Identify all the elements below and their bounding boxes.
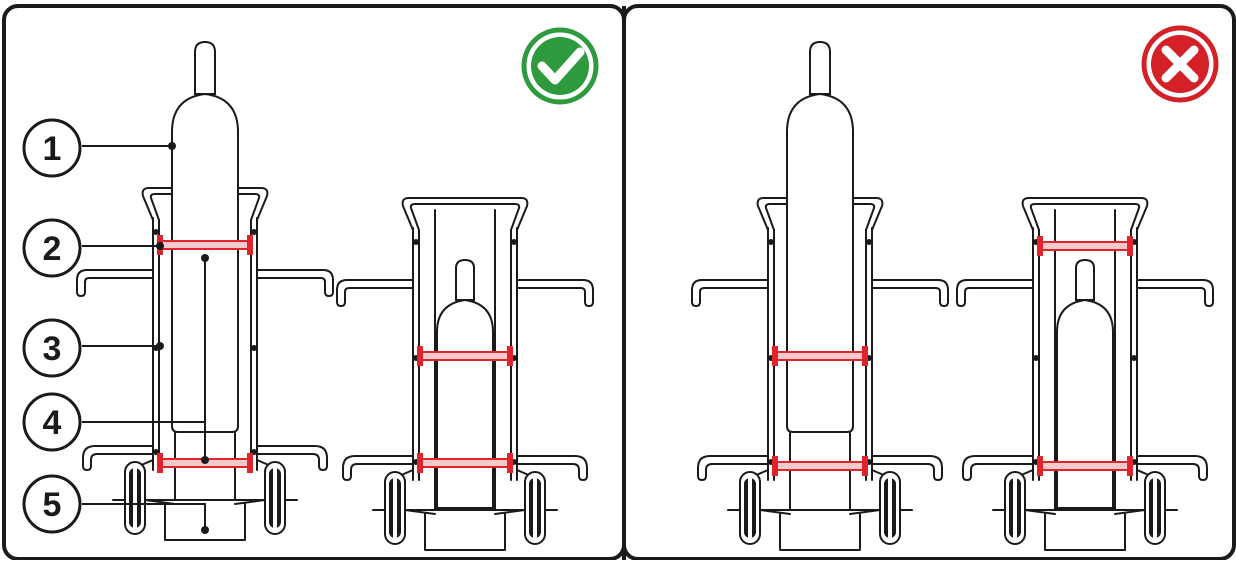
callout-3: 3 [22, 318, 164, 378]
callout-4: 4 [22, 254, 209, 464]
callout-5: 5 [22, 474, 209, 534]
callout-label-2: 2 [43, 230, 62, 268]
check-mark-icon [521, 27, 599, 105]
callout-label-5: 5 [43, 486, 62, 524]
x-mark-icon [1141, 25, 1219, 103]
panel-incorrect [622, 4, 1236, 561]
callout-label-3: 3 [43, 330, 62, 368]
callout-label-1: 1 [43, 130, 62, 168]
callout-label-4: 4 [43, 404, 62, 442]
callout-1: 1 [22, 118, 176, 178]
callout-2: 2 [22, 218, 164, 278]
